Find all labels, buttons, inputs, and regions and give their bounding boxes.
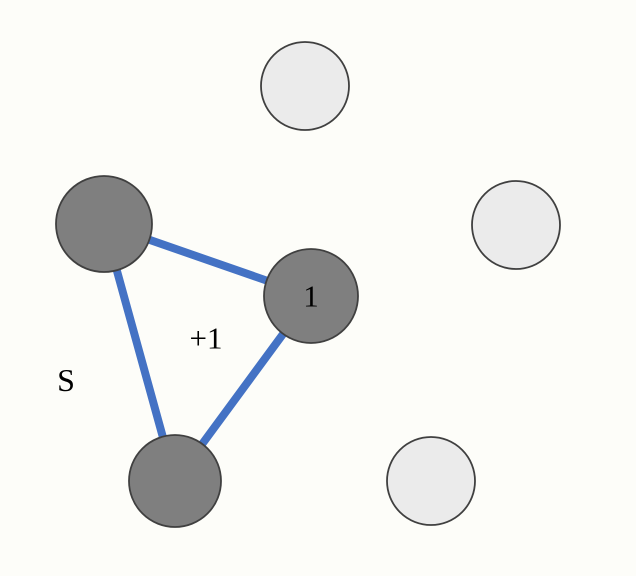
node-light-top — [260, 41, 350, 131]
node-dark-bottom — [128, 434, 222, 528]
nodes-layer — [55, 41, 561, 528]
node-label-dark-middle: 1 — [303, 279, 319, 314]
node-light-right — [471, 180, 561, 270]
node-dark-middle — [263, 248, 359, 344]
node-light-bottom-right — [386, 436, 476, 526]
annotation-label-s: S — [57, 362, 75, 398]
labels-layer: 1S +1 — [57, 279, 319, 399]
node-dark-top-left — [55, 175, 153, 273]
annotation-label-plus-one: +1 — [190, 321, 223, 356]
